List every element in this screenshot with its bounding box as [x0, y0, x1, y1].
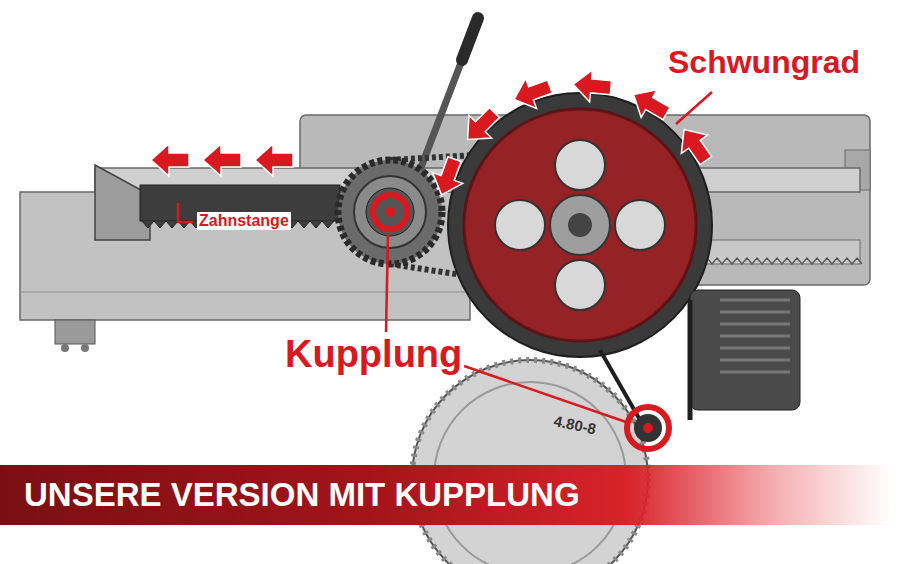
title-text: UNSERE VERSION MIT KUPPLUNG [24, 475, 580, 515]
part-label: Zahnstange [197, 212, 291, 230]
part-label: Kupplung [283, 333, 464, 377]
part-label: Schwungrad [668, 44, 860, 81]
